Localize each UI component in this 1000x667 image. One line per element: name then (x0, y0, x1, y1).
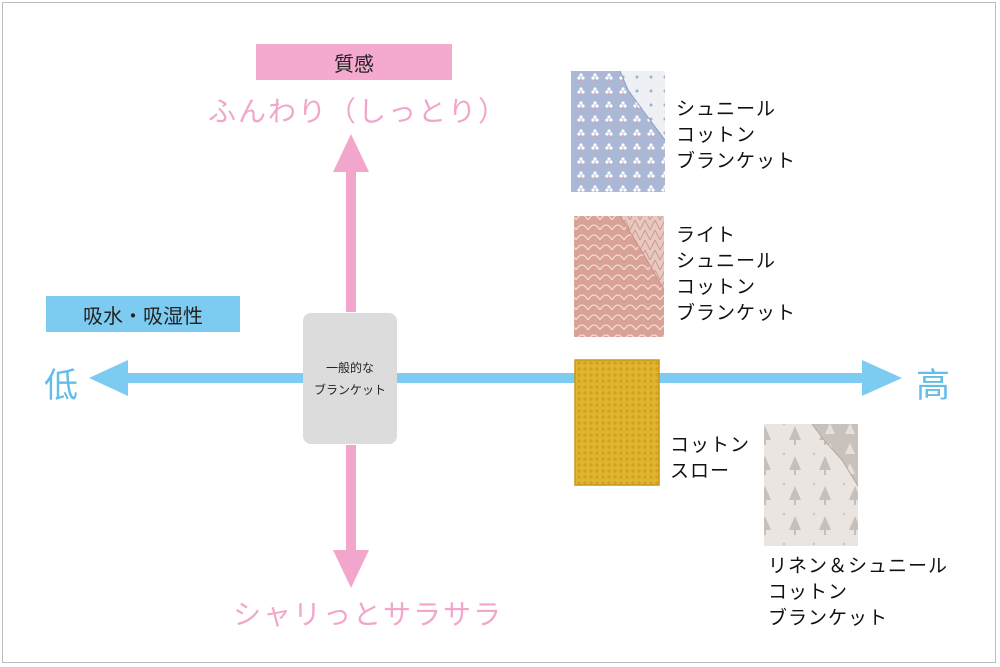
product-label-line: シュニール (676, 248, 796, 274)
arrow-up-icon (333, 134, 369, 172)
product-label-line: リネン＆シュニール (768, 553, 948, 579)
absorbency-high-label: 高 (916, 358, 952, 407)
product-label-line: コットン (676, 274, 796, 300)
product-label-linen-chenille-cotton: リネン＆シュニール コットン ブランケット (768, 553, 948, 631)
product-label-line: ブランケット (768, 605, 948, 631)
product-label-light-chenille-cotton: ライト シュニール コットン ブランケット (676, 222, 796, 326)
horizontal-axis-left-line (120, 373, 303, 383)
product-swatch-beige-tree-pattern (764, 424, 858, 546)
product-label-cotton-throw: コットン スロー (670, 432, 750, 484)
product-label-line: コットン (768, 579, 948, 605)
general-blanket-line-1: 一般的な (326, 357, 374, 379)
arrow-down-icon (333, 550, 369, 588)
product-label-line: ライト (676, 222, 796, 248)
texture-bottom-label: シャリっとサラサラ (233, 593, 503, 633)
product-swatch-yellow-knit (575, 360, 659, 485)
arrow-left-icon (89, 360, 128, 396)
product-label-chenille-cotton: シュニール コットン ブランケット (676, 96, 796, 174)
product-swatch-light-blue-flower-pattern (571, 71, 665, 192)
texture-top-label: ふんわり（しっとり） (208, 90, 508, 130)
vertical-axis-lower-line (346, 445, 356, 553)
product-label-line: シュニール (676, 96, 796, 122)
product-label-line: ブランケット (676, 300, 796, 326)
arrow-right-icon (862, 360, 902, 396)
texture-category-label: 質感 (256, 44, 452, 80)
product-swatch-pink-scale-pattern (574, 216, 664, 337)
absorbency-low-label: 低 (44, 358, 80, 407)
general-blanket-box: 一般的な ブランケット (303, 313, 397, 444)
product-label-line: コットン (670, 432, 750, 458)
absorbency-category-label: 吸水・吸湿性 (46, 296, 240, 332)
product-label-line: コットン (676, 122, 796, 148)
product-label-line: ブランケット (676, 148, 796, 174)
product-label-line: スロー (670, 458, 750, 484)
vertical-axis-upper-line (346, 168, 356, 312)
general-blanket-line-2: ブランケット (314, 379, 386, 401)
